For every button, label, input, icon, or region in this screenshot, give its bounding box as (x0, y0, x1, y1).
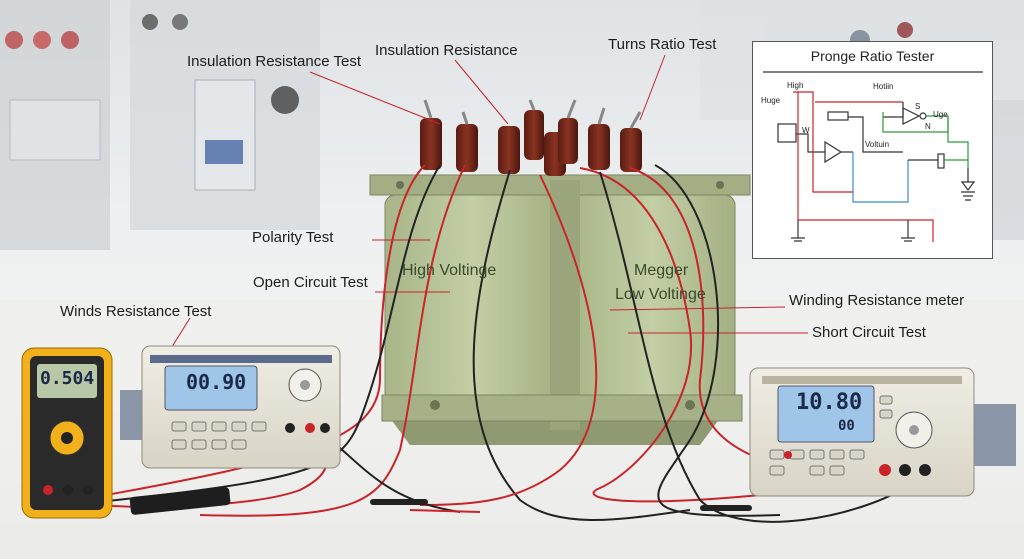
schematic-label-high: High (787, 81, 804, 90)
label-polarity-test: Polarity Test (252, 229, 334, 246)
handheld-reading: 0.504 (40, 368, 95, 389)
test-leads (69, 164, 919, 523)
left-bench-meter (120, 345, 341, 469)
schematic-label-huge: Huge (761, 96, 781, 105)
schematic-label-w: W (802, 126, 810, 135)
transformer-megger-label: Megger (634, 262, 689, 279)
schematic-drawing (763, 71, 983, 242)
label-winding-resistance-meter: Winding Resistance meter (789, 292, 965, 309)
handheld-multimeter (21, 347, 113, 519)
schematic-label-voltuin: Voltuin (865, 140, 890, 149)
schematic-label-s: S (915, 102, 921, 111)
schematic-title: Pronge Ratio Tester (810, 48, 935, 64)
transformer-hv-label: High Voltinge (402, 262, 497, 279)
leader-lines (169, 54, 808, 351)
bushings (420, 99, 642, 176)
label-short-circuit-test: Short Circuit Test (812, 324, 926, 341)
label-insulation-resistance: Insulation Resistance (375, 42, 518, 59)
label-turns-ratio-test: Turns Ratio Test (608, 36, 717, 53)
label-open-circuit-test: Open Circuit Test (253, 274, 368, 291)
schematic-label-n: N (925, 122, 931, 131)
schematic-label-uge: Uge (933, 110, 948, 119)
transformer (369, 174, 751, 445)
label-insulation-resistance-test: Insulation Resistance Test (187, 53, 361, 70)
probe-pins (370, 499, 752, 511)
label-winds-resistance-test: Winds Resistance Test (60, 303, 212, 320)
transformer-lv-label: Low Voltinge (615, 286, 706, 303)
schematic-panel: Pronge Ratio Tester (752, 41, 993, 259)
right-meter-reading-secondary: 00 (838, 418, 855, 434)
right-meter-reading: 10.80 (796, 390, 863, 415)
crocodile-clip (129, 487, 231, 515)
right-bench-meter (749, 367, 1016, 497)
left-meter-reading: 00.90 (186, 370, 247, 394)
schematic-label-hotiin: Hotiin (873, 82, 894, 91)
